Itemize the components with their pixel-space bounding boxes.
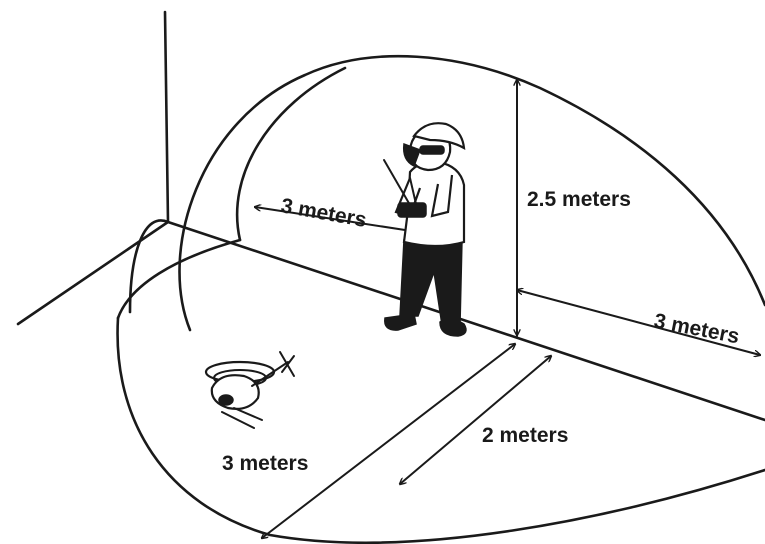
pilot-legs bbox=[399, 239, 463, 326]
transmitter bbox=[397, 202, 427, 218]
pilot-arm-right bbox=[430, 174, 454, 218]
floor-arc-inner bbox=[116, 238, 242, 320]
transmitter-stick bbox=[409, 177, 417, 205]
pilot-figure bbox=[383, 122, 467, 337]
wall-floor-line-left bbox=[16, 220, 170, 326]
label-height: 2.5 meters bbox=[527, 188, 631, 211]
wall-corner-vertical bbox=[163, 10, 170, 224]
wall-floor-line-right bbox=[166, 220, 765, 422]
helicopter-body bbox=[210, 374, 260, 410]
helicopter-icon bbox=[204, 351, 295, 429]
right-arrow bbox=[517, 290, 760, 355]
label-front-distance: 3 meters bbox=[222, 452, 308, 475]
pilot-left-shoe bbox=[384, 313, 417, 331]
label-back-distance: 3 meters bbox=[279, 194, 368, 232]
label-inner-distance: 2 meters bbox=[482, 424, 568, 447]
room-corner bbox=[16, 10, 765, 422]
helicopter-skid-front bbox=[221, 411, 255, 429]
dome-outline bbox=[178, 54, 765, 332]
helicopter-canopy bbox=[218, 394, 234, 406]
pilot-hair bbox=[402, 142, 421, 168]
floor-base-arc bbox=[116, 316, 765, 544]
front-arrow bbox=[262, 344, 515, 538]
transmitter-antenna bbox=[383, 159, 411, 206]
inner-arrow bbox=[400, 356, 551, 484]
pilot-cap bbox=[412, 122, 466, 151]
helicopter-skid-back bbox=[233, 407, 263, 421]
back-arrow bbox=[255, 207, 406, 231]
label-right-distance: 3 meters bbox=[652, 309, 741, 348]
dome-back-arc bbox=[235, 66, 347, 242]
pilot-glasses bbox=[419, 145, 445, 155]
dome-left-arc bbox=[128, 219, 170, 314]
